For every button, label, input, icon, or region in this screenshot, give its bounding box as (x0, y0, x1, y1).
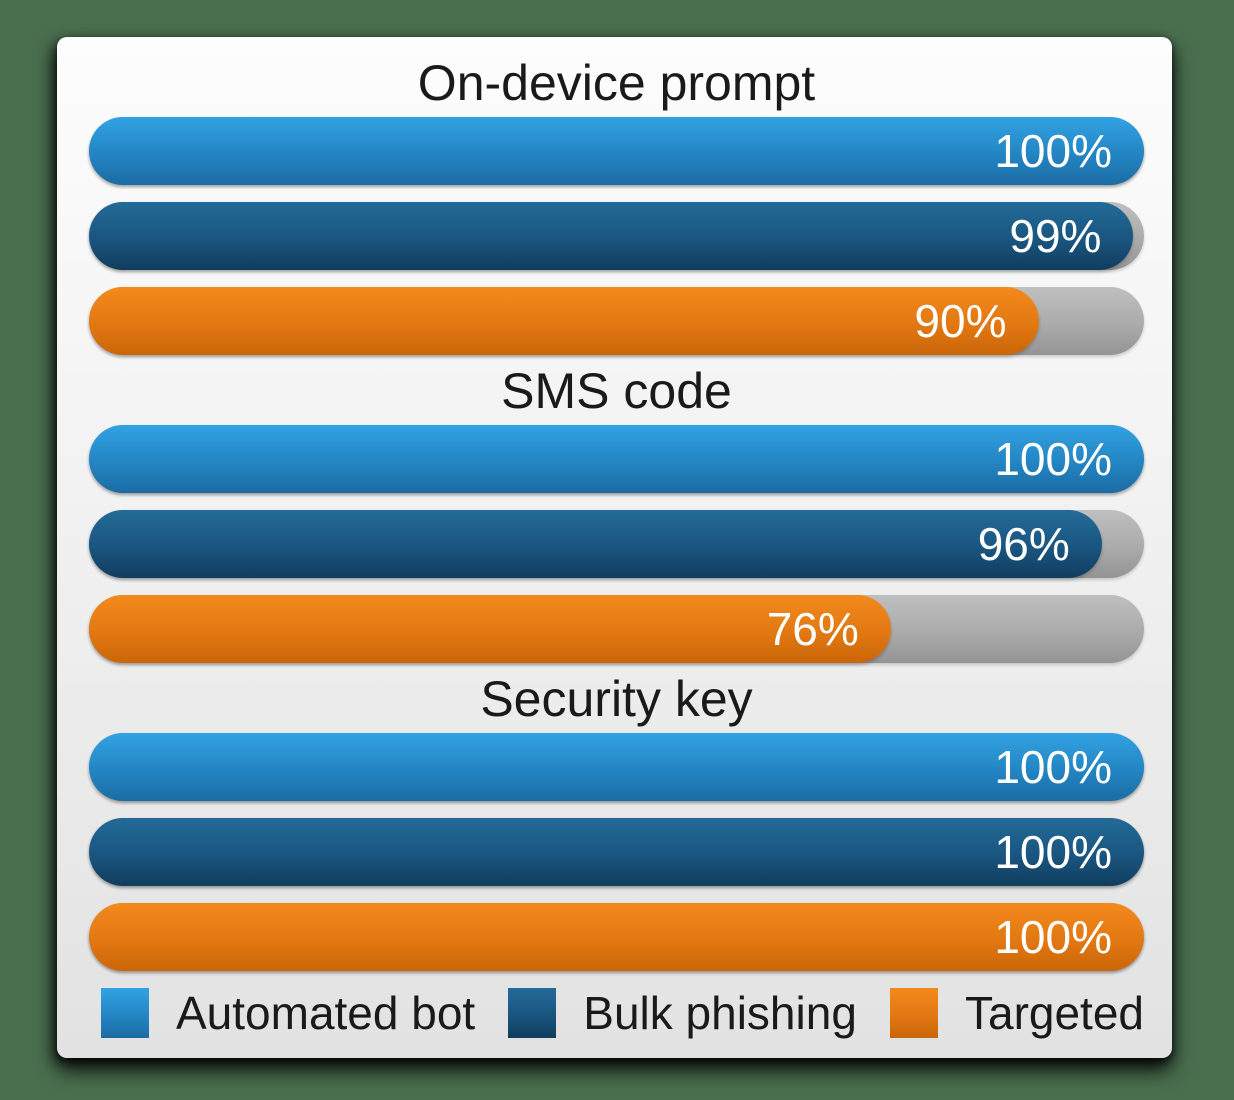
bar-targeted: 90% (89, 287, 1039, 355)
legend-swatch-bulk-phishing-icon (508, 988, 557, 1038)
bar-bulk-phishing: 100% (89, 818, 1144, 886)
bar-bulk-phishing: 99% (89, 202, 1134, 270)
bar-value-label: 100% (994, 125, 1112, 177)
legend-label: Bulk phishing (583, 987, 857, 1039)
bar-row: 100% (89, 818, 1144, 886)
bar-value-label: 90% (914, 295, 1007, 347)
bar-value-label: 100% (994, 911, 1112, 963)
bar-row: 100% (89, 425, 1144, 493)
bar-automated-bot: 100% (89, 733, 1144, 801)
section-title: Security key (480, 671, 753, 727)
bar-targeted: 100% (89, 903, 1144, 971)
bar-row: 76% (89, 595, 1144, 663)
section-on-device-prompt: On-device prompt 100% 99% 90% (89, 53, 1144, 355)
bar-value-label: 76% (766, 603, 859, 655)
legend: Automated bot Bulk phishing Targeted (89, 987, 1144, 1039)
bar-row: 99% (89, 202, 1144, 270)
bar-bulk-phishing: 96% (89, 510, 1102, 578)
legend-label: Automated bot (176, 987, 476, 1039)
bar-value-label: 100% (994, 741, 1112, 793)
legend-swatch-automated-bot-icon (101, 988, 149, 1038)
chart-card: On-device prompt 100% 99% 90% (57, 37, 1172, 1058)
section-title: SMS code (501, 363, 732, 419)
section-security-key: Security key 100% 100% 100% (89, 669, 1144, 971)
bar-row: 96% (89, 510, 1144, 578)
bar-value-label: 96% (977, 518, 1070, 570)
bar-value-label: 100% (994, 826, 1112, 878)
bar-value-label: 100% (994, 433, 1112, 485)
section-title: On-device prompt (417, 55, 816, 111)
bar-targeted: 76% (89, 595, 891, 663)
section-sms-code: SMS code 100% 96% 76% (89, 361, 1144, 663)
bar-row: 100% (89, 117, 1144, 185)
bar-automated-bot: 100% (89, 117, 1144, 185)
bar-automated-bot: 100% (89, 425, 1144, 493)
bar-value-label: 99% (1009, 210, 1102, 262)
bar-row: 100% (89, 733, 1144, 801)
bar-row: 90% (89, 287, 1144, 355)
legend-item-targeted: Targeted (889, 987, 1144, 1039)
legend-swatch-targeted-icon (889, 988, 938, 1038)
bar-row: 100% (89, 903, 1144, 971)
legend-item-bulk-phishing: Bulk phishing (508, 987, 857, 1039)
legend-label: Targeted (964, 987, 1144, 1039)
legend-item-automated-bot: Automated bot (101, 987, 475, 1039)
